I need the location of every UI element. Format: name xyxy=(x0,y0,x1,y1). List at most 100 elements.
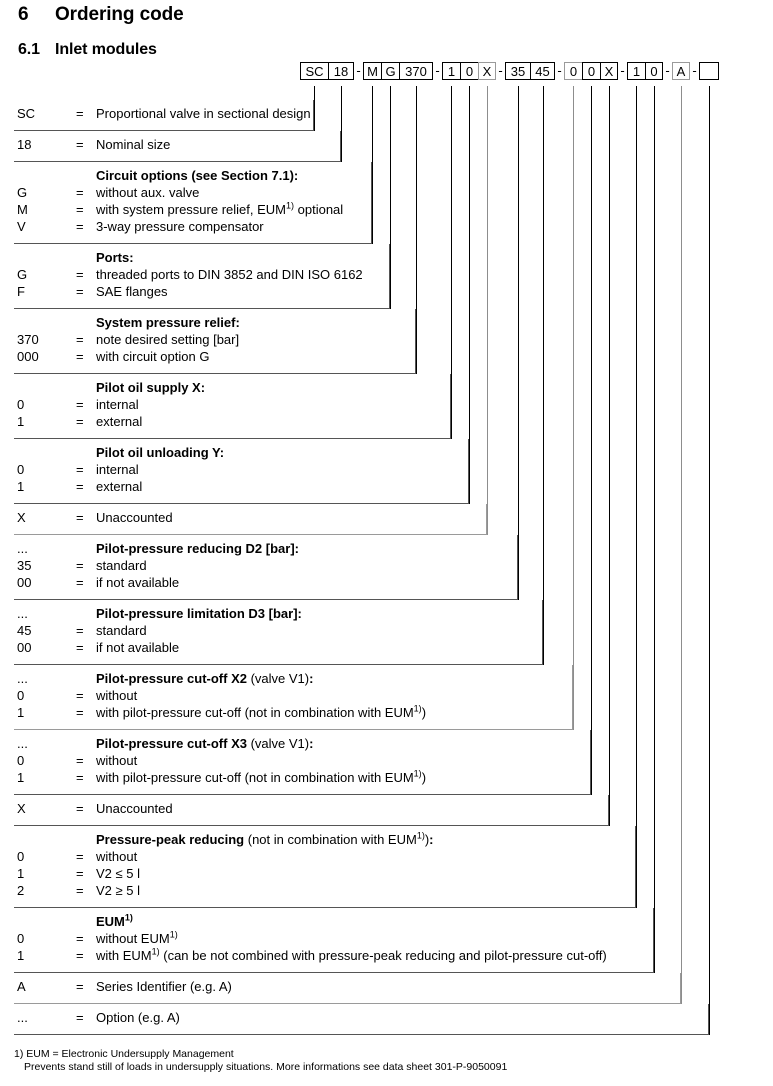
spec-caption: Pilot-pressure reducing D2 [bar]: xyxy=(96,541,299,556)
spec-equals: = xyxy=(76,623,84,638)
spec-value: external xyxy=(96,479,143,494)
spec-value: without aux. valve xyxy=(96,185,200,200)
spec-key: X xyxy=(17,801,26,816)
code-cell[interactable]: 0 xyxy=(645,62,663,80)
spec-block-pressure-peak-reducing: Pressure-peak reducing (not in combinati… xyxy=(14,826,636,908)
spec-key: 000 xyxy=(17,349,39,364)
code-separator: - xyxy=(692,63,697,78)
spec-equals: = xyxy=(76,931,84,946)
spec-caption: Circuit options (see Section 7.1): xyxy=(96,168,299,183)
spec-value: with pilot-pressure cut-off (not in comb… xyxy=(96,768,427,785)
spec-key: V xyxy=(17,219,26,234)
spec-equals: = xyxy=(76,640,84,655)
code-group xyxy=(699,62,719,80)
code-separator: - xyxy=(498,63,503,78)
spec-equals: = xyxy=(76,688,84,703)
spec-key: 18 xyxy=(17,137,32,152)
code-cell[interactable]: 35 xyxy=(505,62,530,80)
spec-key: A xyxy=(17,979,26,994)
code-cell[interactable]: 0 xyxy=(460,62,478,80)
spec-equals: = xyxy=(76,414,84,429)
spec-key: 1 xyxy=(17,948,25,963)
code-separator: - xyxy=(665,63,670,78)
code-cell[interactable]: 0 xyxy=(564,62,582,80)
code-cell[interactable]: 18 xyxy=(328,62,354,80)
code-cell[interactable]: M xyxy=(363,62,381,80)
spec-equals: = xyxy=(76,948,84,963)
spec-key: ... xyxy=(17,541,28,556)
spec-value: standard xyxy=(96,558,147,573)
spec-caption: EUM1) xyxy=(96,912,133,929)
spec-equals: = xyxy=(76,849,84,864)
code-cell[interactable]: X xyxy=(600,62,618,80)
spec-value: Series Identifier (e.g. A) xyxy=(96,979,232,994)
code-separator: - xyxy=(356,63,361,78)
spec-key: 1 xyxy=(17,866,25,881)
spec-value: Option (e.g. A) xyxy=(96,1010,180,1025)
spec-equals: = xyxy=(76,479,84,494)
spec-value: V2 ≥ 5 l xyxy=(96,883,140,898)
spec-value: note desired setting [bar] xyxy=(96,332,240,347)
connector-line xyxy=(341,86,342,162)
spec-value: internal xyxy=(96,397,139,412)
spec-equals: = xyxy=(76,883,84,898)
spec-key: 370 xyxy=(17,332,39,347)
spec-key: 2 xyxy=(17,883,25,898)
subsection-number: 6.1 xyxy=(18,41,40,58)
spec-block-circuit-options: Circuit options (see Section 7.1): G = with… xyxy=(14,162,372,244)
spec-key: G xyxy=(17,267,28,282)
code-cell[interactable]: G xyxy=(381,62,399,80)
spec-key: F xyxy=(17,284,25,299)
code-cell[interactable]: X xyxy=(478,62,496,80)
spec-caption: Pilot-pressure cut-off X3 (valve V1): xyxy=(96,736,314,751)
connector-line xyxy=(573,86,574,730)
spec-key: 45 xyxy=(17,623,32,638)
spec-key: G xyxy=(17,185,28,200)
code-cell[interactable]: 0 xyxy=(582,62,600,80)
spec-equals: = xyxy=(76,219,84,234)
spec-value: Unaccounted xyxy=(96,510,173,525)
code-cell[interactable]: 1 xyxy=(442,62,460,80)
spec-key: 1 xyxy=(17,705,25,720)
spec-key: 35 xyxy=(17,558,32,573)
connector-line xyxy=(372,86,373,244)
connector-line xyxy=(390,86,391,309)
connector-line xyxy=(487,86,488,535)
code-cell[interactable]: A xyxy=(672,62,690,80)
spec-value: V2 ≤ 5 l xyxy=(96,866,140,881)
spec-value: without xyxy=(96,688,138,703)
spec-key: ... xyxy=(17,736,28,751)
connector-line xyxy=(709,86,710,1035)
code-separator: - xyxy=(557,63,562,78)
connector-line xyxy=(636,86,637,908)
spec-equals: = xyxy=(76,137,84,152)
code-cell[interactable]: 1 xyxy=(627,62,645,80)
code-cell[interactable]: SC xyxy=(300,62,328,80)
code-separator: - xyxy=(435,63,440,78)
spec-equals: = xyxy=(76,770,84,785)
spec-caption: System pressure relief: xyxy=(96,315,240,330)
code-cell[interactable]: 45 xyxy=(530,62,555,80)
code-cell[interactable] xyxy=(699,62,719,80)
spec-key: X xyxy=(17,510,26,525)
spec-equals: = xyxy=(76,866,84,881)
spec-key: M xyxy=(17,202,28,217)
code-cell[interactable]: 370 xyxy=(399,62,433,80)
connector-line xyxy=(416,86,417,374)
connector-line xyxy=(609,86,610,826)
spec-value: 3-way pressure compensator xyxy=(96,219,264,234)
footnote-line-1: 1) EUM = Electronic Undersupply Manageme… xyxy=(14,1048,234,1060)
subsection-label: Inlet modules xyxy=(55,41,157,58)
spec-block-series-identifier: A=Series Identifier (e.g. A) xyxy=(14,973,681,1004)
spec-equals: = xyxy=(76,575,84,590)
spec-value: with pilot-pressure cut-off (not in comb… xyxy=(96,703,427,720)
spec-value: with circuit option G xyxy=(96,349,210,364)
spec-key: ... xyxy=(17,1010,28,1025)
spec-key: SC xyxy=(17,106,36,121)
spec-value: with EUM1) (can be not combined with pre… xyxy=(96,946,607,963)
spec-value: threaded ports to DIN 3852 and DIN ISO 6… xyxy=(96,267,363,282)
spec-equals: = xyxy=(76,106,84,121)
